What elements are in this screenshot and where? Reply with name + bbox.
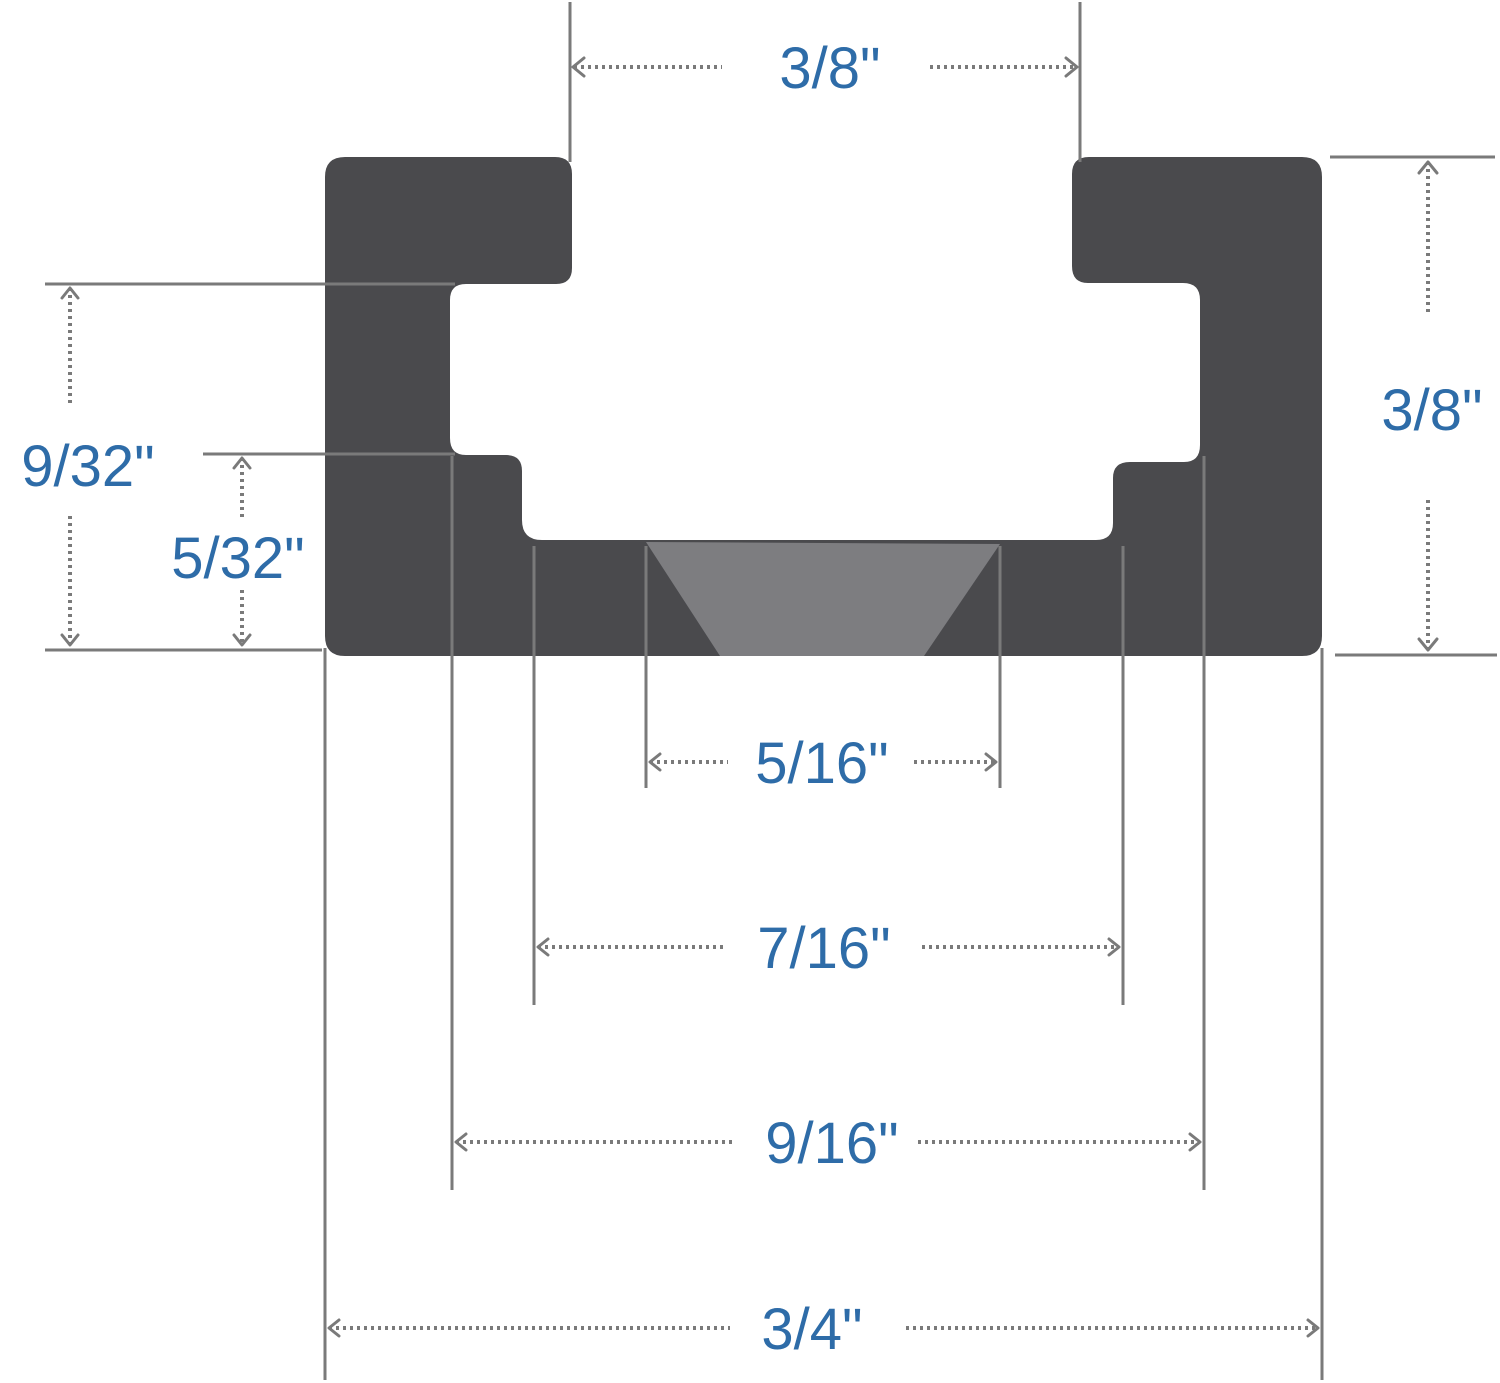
dimension-slot-inner-width: 9/16" [454,1111,1202,1176]
label-v-groove-width: 5/16" [755,731,888,796]
label-bottom-wall-height: 5/32" [171,526,304,591]
dimension-overall-height: 3/8" [1330,155,1497,657]
label-overall-width: 3/4" [761,1297,862,1362]
dimension-overall-width: 3/4" [327,1297,1320,1362]
dimension-top-slot: 3/8" [568,2,1082,162]
dimension-bottom-wall-height: 5/32" [171,452,455,647]
dimension-v-groove-width: 5/16" [648,731,998,796]
label-inner-floor-width: 7/16" [757,916,890,981]
label-overall-height: 3/8" [1381,378,1482,443]
dimension-inner-floor-width: 7/16" [536,916,1121,981]
label-top-slot: 3/8" [779,36,880,101]
dimension-lower-step-height: 9/32" [21,282,455,652]
label-slot-inner-width: 9/16" [765,1111,898,1176]
v-groove-insert [646,542,1000,656]
label-lower-step-height: 9/32" [21,434,154,499]
